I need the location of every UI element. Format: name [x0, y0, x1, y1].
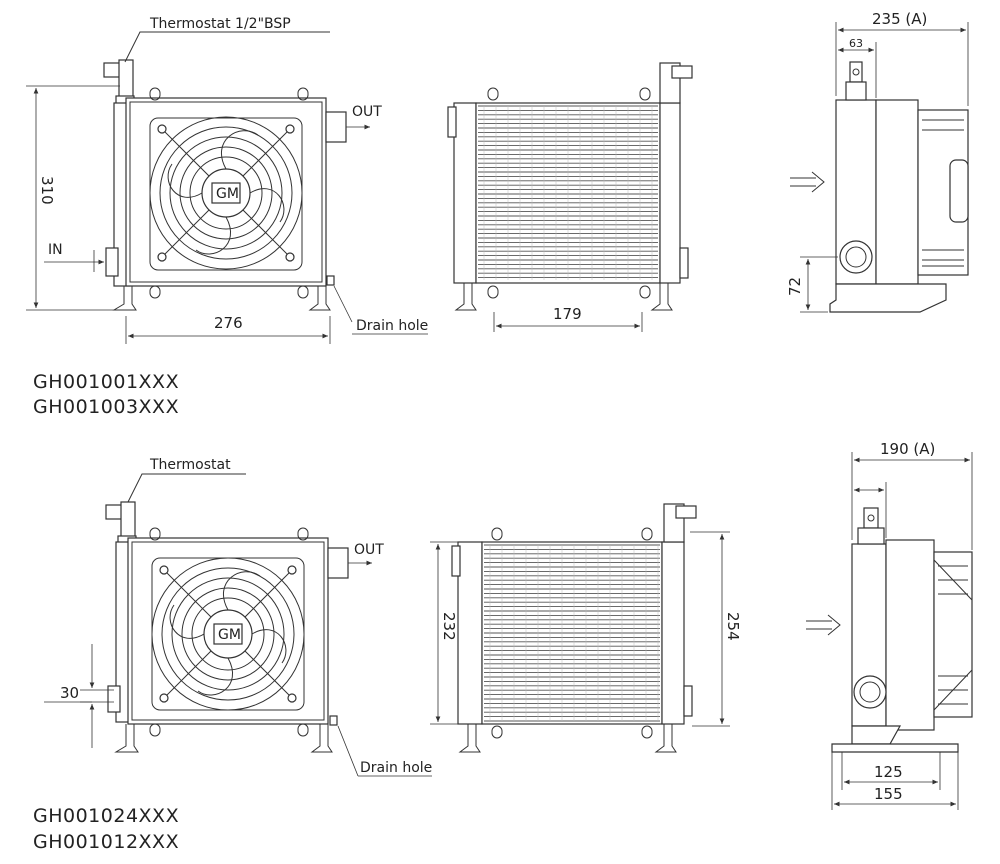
core-fins: [484, 544, 660, 722]
top-front-view: Thermostat 1/2"BSP: [26, 16, 428, 344]
in-label: IN: [48, 242, 63, 258]
top-side-view: 235 (A) 63 72: [786, 10, 969, 313]
bottom-side-view: 190 (A) 125 155: [806, 440, 973, 810]
thermostat-label: Thermostat: [149, 457, 231, 473]
dim-total-254: 254: [724, 612, 742, 641]
thermostat-icon: [105, 501, 137, 545]
model-label-1: GH001001XXX: [33, 371, 179, 393]
out-label: OUT: [354, 542, 384, 558]
dim-offset-63: 63: [849, 37, 863, 50]
dim-depth-235: 235 (A): [872, 10, 927, 28]
top-back-view: 179: [447, 62, 693, 332]
fan-icon: [151, 557, 305, 711]
out-label: OUT: [352, 104, 382, 120]
fan-badge: GM: [218, 627, 241, 643]
bottom-front-view: Thermostat GM: [44, 457, 432, 777]
dim-core-232: 232: [440, 612, 458, 641]
dim-base-125: 125: [874, 763, 903, 781]
model-label-2: GH001003XXX: [33, 396, 179, 418]
dim-height-310: 310: [38, 176, 56, 205]
dim-width-179: 179: [553, 305, 582, 323]
drain-hole-label: Drain hole: [360, 760, 432, 776]
thermostat-label: Thermostat 1/2"BSP: [149, 16, 291, 32]
dim-inlet-30: 30: [60, 684, 79, 702]
dim-base-155: 155: [874, 785, 903, 803]
dim-depth-190: 190 (A): [880, 440, 935, 458]
bottom-back-view: 232 254: [430, 503, 742, 753]
fan-icon: [149, 116, 303, 271]
dim-width-276: 276: [214, 314, 243, 332]
model-label-3: GH001024XXX: [33, 805, 179, 827]
dim-inlet-72: 72: [786, 277, 804, 296]
fan-badge: GM: [216, 186, 239, 202]
drain-hole-label: Drain hole: [356, 318, 428, 334]
core-fins: [478, 105, 658, 280]
model-label-4: GH001012XXX: [33, 831, 179, 853]
